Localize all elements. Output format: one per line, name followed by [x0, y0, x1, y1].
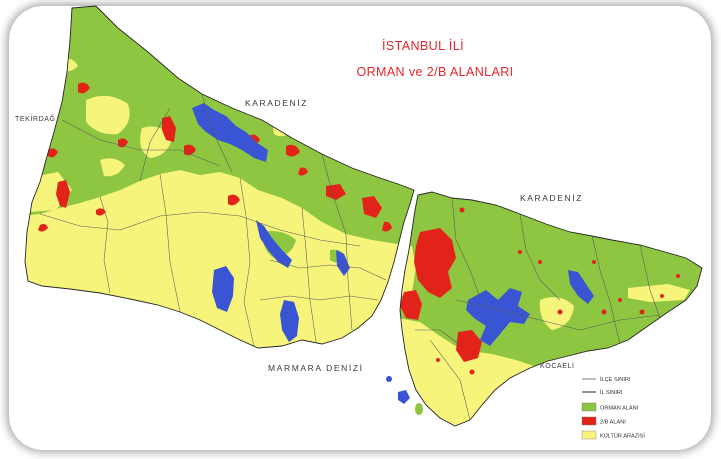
label-black-sea-east: KARADENİZ	[520, 193, 583, 203]
2b-area-patch	[362, 196, 382, 218]
agricultural-patch	[628, 284, 690, 302]
district-border	[239, 177, 255, 347]
label-tekirdag: TEKİRDAĞ	[15, 114, 56, 123]
district-border	[519, 213, 561, 301]
asian-district-borders	[415, 197, 661, 421]
district-border	[415, 329, 461, 346]
label-kocaeli: KOCAELİ	[540, 361, 575, 370]
reservoir-alibey	[336, 250, 350, 276]
2b-area-patch	[48, 148, 58, 158]
district-border	[591, 235, 621, 345]
asian-agricultural-areas	[400, 246, 690, 426]
district-border	[99, 196, 111, 294]
2b-area-dot	[518, 250, 522, 254]
2b-area-patch	[96, 208, 106, 216]
district-border	[301, 207, 317, 343]
legend: İLÇE SINIRI İL SINIRI ORMAN ALANI 2/B AL…	[581, 376, 645, 440]
2b-area-large	[414, 228, 456, 298]
label-marmara-sea: MARMARA DENİZİ	[268, 363, 364, 373]
european-side-outline	[24, 5, 415, 349]
asian-lakes	[466, 270, 594, 346]
2b-area-dot	[618, 298, 622, 302]
district-border	[269, 259, 387, 281]
province-border	[24, 5, 703, 427]
legend-agriculture-swatch	[581, 430, 597, 440]
legend-agriculture-label: KÜLTÜR ARAZİSİ	[600, 433, 645, 440]
2b-area-patch	[286, 144, 300, 157]
map-title-line1: İSTANBUL İLİ	[382, 39, 464, 53]
2b-area-dot	[436, 358, 440, 362]
2b-area-dot	[660, 294, 664, 298]
2b-area-patch	[400, 290, 422, 320]
asian-side	[400, 192, 702, 426]
2b-area-patch	[298, 167, 308, 176]
lake-terkos	[192, 103, 268, 162]
2b-area-patch	[382, 221, 392, 232]
island	[386, 376, 392, 382]
european-district-borders	[39, 93, 387, 347]
2b-area-patch	[38, 224, 48, 232]
district-border	[639, 244, 661, 319]
2b-area-patch	[78, 82, 90, 94]
princes-islands	[386, 376, 423, 415]
label-black-sea-west: KARADENİZ	[245, 98, 308, 108]
2b-area-dot	[538, 260, 542, 264]
reservoir-darlik	[568, 270, 594, 304]
european-lakes	[192, 103, 350, 342]
island	[415, 403, 423, 415]
legend-province-border-label: İL SINIRI	[600, 389, 623, 396]
european-side	[25, 6, 414, 348]
reservoir-omerli	[466, 288, 530, 346]
district-border	[259, 295, 379, 301]
2b-area-patch	[228, 194, 240, 206]
legend-2b-swatch	[581, 416, 597, 426]
2b-area-dot	[592, 260, 596, 264]
district-border	[345, 233, 353, 331]
district-border	[39, 211, 361, 247]
agricultural-patch	[86, 95, 130, 135]
island	[398, 390, 410, 404]
legend-district-border-label: İLÇE SINIRI	[600, 376, 631, 383]
legend-forest-swatch	[581, 402, 597, 412]
map-title-line2: ORMAN ve 2/B ALANLARI	[356, 65, 513, 79]
2b-area-dot	[469, 369, 475, 375]
asian-side-outline	[399, 191, 703, 427]
district-border	[139, 107, 171, 182]
2b-area-dot	[639, 309, 645, 315]
lake-kucukcekmece	[280, 300, 299, 342]
2b-area-dot	[459, 207, 465, 213]
district-border	[455, 299, 661, 331]
2b-area-dot	[557, 309, 563, 315]
district-border	[321, 153, 347, 235]
district-border	[429, 339, 471, 421]
district-border	[61, 119, 221, 167]
agricultural-area-south	[400, 318, 540, 426]
agricultural-patch	[100, 158, 125, 177]
district-border	[201, 93, 233, 173]
lake-buyukcekmece	[212, 266, 234, 312]
2b-area-dot	[676, 274, 680, 278]
agricultural-patch	[539, 297, 574, 330]
2b-area-patch	[456, 330, 482, 362]
district-border	[451, 197, 481, 299]
district-border	[159, 173, 181, 313]
2b-area-patch	[162, 116, 176, 142]
legend-2b-label: 2/B ALANI	[600, 420, 626, 426]
2b-area-patch	[56, 180, 70, 208]
legend-forest-label: ORMAN ALANI	[600, 406, 639, 412]
2b-area-dot	[601, 309, 607, 315]
reservoir-sazlidere	[256, 220, 292, 268]
